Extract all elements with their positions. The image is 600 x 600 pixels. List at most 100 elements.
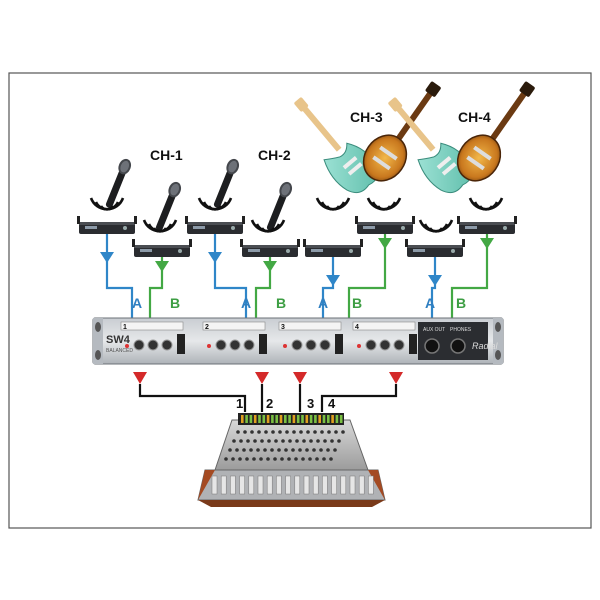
- console-knob: [266, 457, 270, 461]
- meter-segment: [266, 415, 270, 423]
- console-fader: [358, 475, 365, 495]
- console-knob: [292, 430, 296, 434]
- channel-input-number: 2: [205, 324, 209, 331]
- meter-segment: [271, 415, 274, 423]
- console-fader: [220, 475, 227, 495]
- path-a-wire: [430, 257, 437, 318]
- output-number-4: 4: [328, 396, 336, 411]
- path-b-wire: [347, 234, 387, 318]
- path-b-wire: [148, 257, 164, 318]
- path-a-label-ch4: A: [425, 295, 435, 311]
- console-knob: [315, 457, 319, 461]
- console-knob: [231, 457, 235, 461]
- path-a-label-ch3: A: [318, 295, 328, 311]
- meter-segment: [279, 415, 283, 423]
- channel-label-1: CH-1: [150, 147, 183, 163]
- console-knob: [309, 439, 313, 443]
- switch-icon: [259, 334, 267, 354]
- console-knob: [305, 448, 309, 452]
- path-b-arrow: [155, 261, 169, 272]
- console-knob: [280, 457, 284, 461]
- console-knob: [273, 457, 277, 461]
- console-knob: [322, 457, 326, 461]
- console-fader: [239, 475, 245, 495]
- console-knob: [301, 457, 305, 461]
- meter-segment: [262, 415, 266, 423]
- aux-out-label: AUX OUT: [423, 327, 445, 333]
- console-knob: [235, 448, 239, 452]
- electric-guitar-strat-icon: [294, 97, 378, 194]
- channel-input-number: 1: [123, 324, 127, 331]
- path-a-arrow: [428, 275, 442, 286]
- console-knob: [285, 430, 289, 434]
- console-knob: [281, 439, 285, 443]
- output-lines: [133, 372, 403, 412]
- device-logo: SW4: [106, 334, 131, 346]
- console-knob: [260, 439, 264, 443]
- console-knob: [341, 430, 345, 434]
- phones-knob: [450, 338, 466, 354]
- knob-icon: [161, 339, 173, 351]
- output-arrow: [255, 372, 269, 384]
- meter-segment: [284, 415, 287, 423]
- mixing-console-icon: [197, 413, 386, 507]
- console-knob: [313, 430, 317, 434]
- console-knob: [327, 430, 331, 434]
- console-knob: [238, 457, 242, 461]
- led-icon: [125, 344, 129, 348]
- console-knob: [252, 457, 256, 461]
- console-knob: [329, 457, 333, 461]
- console-fader: [322, 475, 328, 495]
- console-knob: [326, 448, 330, 452]
- console-knob: [319, 448, 323, 452]
- meter-segment: [292, 415, 296, 423]
- meter-segment: [288, 415, 291, 423]
- console-knob: [267, 439, 271, 443]
- channel-strip-label-plate: [202, 321, 266, 331]
- channel-input-number: 4: [355, 324, 359, 331]
- console-fader: [257, 475, 264, 495]
- aux-out-knob: [424, 338, 440, 354]
- console-fader: [276, 475, 282, 495]
- console-fader: [340, 475, 347, 495]
- console-knob: [337, 439, 341, 443]
- path-a-arrow: [100, 252, 114, 263]
- console-knob: [246, 439, 250, 443]
- console-knob: [243, 430, 247, 434]
- console-knob: [257, 430, 261, 434]
- console-knob: [323, 439, 327, 443]
- path-a-arrow: [208, 252, 222, 263]
- console-knob: [271, 430, 275, 434]
- output-arrow: [389, 372, 403, 384]
- brand-logo: Radial: [472, 341, 499, 351]
- console-knob: [224, 457, 228, 461]
- console-knob: [249, 448, 253, 452]
- path-a-lines: [100, 234, 442, 318]
- console-knob: [274, 439, 278, 443]
- meter-segment: [331, 415, 334, 423]
- console-knob: [287, 457, 291, 461]
- path-a-label-ch1: A: [132, 295, 142, 311]
- console-knob: [242, 448, 246, 452]
- path-b-label-ch1: B: [170, 295, 180, 311]
- path-b-arrow: [480, 238, 494, 249]
- console-knob: [256, 448, 260, 452]
- channel-input-number: 3: [281, 324, 285, 331]
- console-knob: [298, 448, 302, 452]
- knob-icon: [243, 339, 255, 351]
- path-b-label-ch4: B: [456, 295, 466, 311]
- console-knob: [239, 439, 243, 443]
- channel-strip-label-plate: [120, 321, 184, 331]
- console-fader: [285, 475, 291, 495]
- electric-guitar-lespaul-icon: [362, 81, 441, 182]
- knob-icon: [305, 339, 317, 351]
- knob-icon: [365, 339, 377, 351]
- console-fader: [266, 475, 273, 495]
- output-wire: [320, 384, 398, 412]
- path-a-wire: [321, 257, 335, 318]
- console-knob: [270, 448, 274, 452]
- meter-segment: [327, 415, 330, 423]
- console-knob: [284, 448, 288, 452]
- output-arrow: [133, 372, 147, 384]
- led-icon: [283, 344, 287, 348]
